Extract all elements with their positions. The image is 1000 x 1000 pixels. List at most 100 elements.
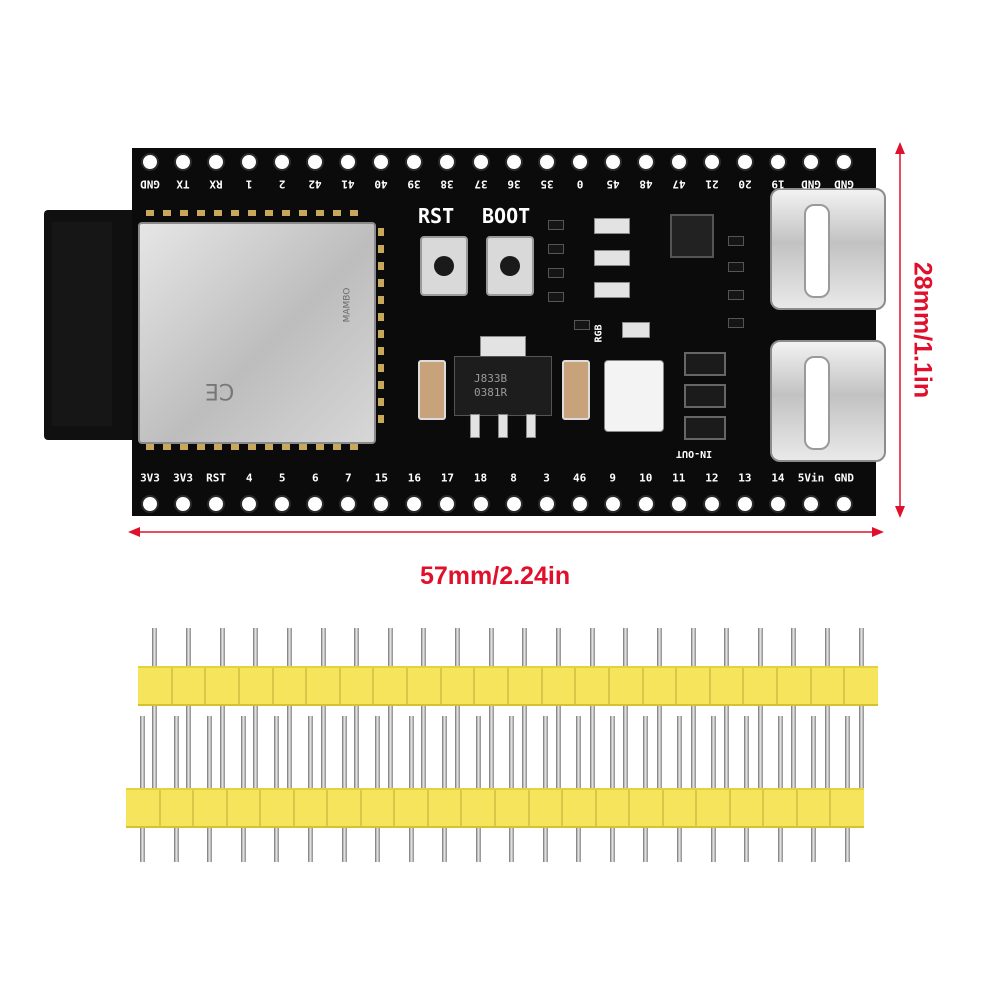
resistor <box>548 292 564 302</box>
pin-hole <box>176 155 191 169</box>
top-pin-label: 21 <box>705 177 719 191</box>
header-pin <box>825 628 831 668</box>
module-pad <box>333 210 341 216</box>
header-segment-divider <box>527 790 530 826</box>
bottom-pin-label: 6 <box>311 471 319 485</box>
pin-hole <box>473 155 488 169</box>
header-pin <box>408 716 414 790</box>
in-out-label: IN-OUT <box>676 448 713 459</box>
module-pad <box>378 364 384 372</box>
module-pad <box>378 296 384 304</box>
top-pin-label: RX <box>209 177 223 191</box>
module-pad <box>378 398 384 406</box>
header-pin <box>185 628 191 668</box>
header-pin <box>777 716 783 790</box>
header-segment-divider <box>305 668 308 704</box>
top-pin-label: 37 <box>473 177 488 191</box>
header-segment-divider <box>237 668 240 704</box>
usb-c-opening <box>804 204 830 298</box>
pin-hole <box>804 497 818 511</box>
header-pin <box>690 702 696 790</box>
capacitor-right <box>562 360 590 420</box>
bottom-pin-label: 13 <box>738 471 752 485</box>
header-segment-divider <box>473 668 476 704</box>
pin-hole <box>407 497 422 511</box>
header-pin <box>140 716 146 790</box>
header-segment-divider <box>776 668 779 704</box>
top-pin-label: 40 <box>374 177 388 191</box>
header-pin <box>308 824 313 862</box>
header-pin <box>858 628 864 668</box>
top-pin-label: 41 <box>341 177 355 191</box>
usb-c-port-bottom[interactable] <box>770 340 886 462</box>
resistor <box>574 320 590 330</box>
header-pin <box>240 716 246 790</box>
header-pin <box>308 716 313 790</box>
bottom-pin-label: 3V3 <box>140 471 160 485</box>
boot-button[interactable] <box>486 236 534 296</box>
header-segment-divider <box>292 790 295 826</box>
top-pin-label: 19 <box>771 177 785 191</box>
bottom-pin-label: 46 <box>573 471 587 485</box>
header-pin <box>757 702 763 790</box>
header-pin <box>475 716 481 790</box>
top-pin-label: 35 <box>539 177 554 191</box>
pin-hole <box>143 155 157 169</box>
regulator-marking: J833B 0381R <box>474 372 507 400</box>
header-pin <box>219 702 225 790</box>
header-pin <box>522 628 528 668</box>
module-pad <box>378 381 384 389</box>
top-pin-label: 0 <box>576 177 583 191</box>
header-pin <box>791 702 797 790</box>
header-segment-divider <box>225 790 228 826</box>
rst-button[interactable] <box>420 236 468 296</box>
header-pin <box>844 824 850 862</box>
module-pad <box>299 210 307 216</box>
header-pin <box>677 824 682 862</box>
module-pad <box>214 210 222 216</box>
header-pin <box>542 716 548 790</box>
diode-1 <box>684 352 726 376</box>
regulator-leg-3 <box>526 414 536 438</box>
pin-hole <box>440 155 455 169</box>
header-segment-divider <box>259 790 262 826</box>
status-led-3 <box>594 282 630 298</box>
pin-hole <box>209 497 224 511</box>
header-pin <box>442 824 448 862</box>
top-pin-label: GND <box>801 177 821 191</box>
pin-hole <box>638 497 653 511</box>
header-segment-divider <box>406 668 409 704</box>
pin-hole <box>308 155 323 169</box>
header-pin <box>643 824 649 862</box>
bottom-pin-label: GND <box>834 471 854 485</box>
module-pad <box>350 444 358 450</box>
usb-c-port-top[interactable] <box>770 188 886 310</box>
header-pin <box>421 628 427 668</box>
header-pin <box>858 702 864 790</box>
height-dimension-label: 28mm/1.1in <box>908 261 937 399</box>
header-pin <box>240 824 246 862</box>
header-plastic-strip <box>138 666 878 706</box>
header-pin <box>589 702 595 790</box>
bottom-pin-label: 3V3 <box>173 471 193 485</box>
header-pin <box>710 824 716 862</box>
module-pad <box>378 313 384 321</box>
header-pin <box>455 628 461 668</box>
header-pin <box>207 716 213 790</box>
header-segment-divider <box>271 668 274 704</box>
header-segment-divider <box>192 790 195 826</box>
bottom-pin-label: 18 <box>473 471 488 485</box>
module-pad <box>378 262 384 270</box>
module-pad <box>378 228 384 236</box>
header-pin <box>421 702 427 790</box>
header-segment-divider <box>561 790 564 826</box>
pin-hole <box>407 155 422 169</box>
resistor <box>548 268 564 278</box>
bottom-pin-label: RST <box>206 471 227 485</box>
width-dimension-label: 57mm/2.24in <box>420 562 571 590</box>
pin-hole <box>176 497 191 511</box>
module-pad <box>163 210 171 216</box>
header-pin <box>140 824 146 862</box>
header-segment-divider <box>641 668 644 704</box>
pin-hole <box>341 155 356 169</box>
